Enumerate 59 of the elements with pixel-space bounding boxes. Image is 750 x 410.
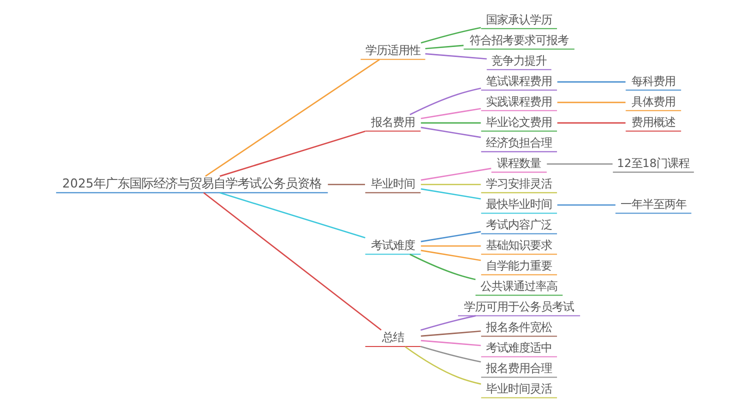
node-text: 学历可用于公务员考试 [464,300,574,314]
connector [420,122,481,124]
connector [420,330,481,337]
node-text: 毕业论文费用 [486,116,552,129]
connector [404,346,482,385]
node-text: 每科费用 [631,74,676,88]
node-text: 费用概述 [631,116,676,129]
node-text: 2025年广东国际经济与贸易自学考试公务员资格 [62,176,322,191]
connector [546,163,613,165]
connector [420,184,481,186]
node-text: 报名费用 [370,116,415,129]
node-text: 课程数量 [497,156,542,170]
connector [420,231,481,242]
node-text: 自学能力重要 [486,259,552,272]
node-text: 报名费用合理 [486,362,552,375]
connector [203,192,382,331]
node-text: 一年半至两年 [620,198,686,211]
connector [420,26,481,44]
node-text: 最快毕业时间 [486,198,552,211]
connector [420,168,492,181]
connector [425,44,464,50]
node-text: 基础知识要求 [486,238,552,252]
node-text: 具体费用 [631,95,676,108]
connector [420,250,481,262]
connector [420,346,481,363]
connector [410,88,482,116]
node-text: 竞争力提升 [492,54,547,68]
node-text: 学习安排灵活 [486,177,552,190]
node-text: 公共课通过率高 [480,280,558,293]
connector [220,130,366,177]
connector [220,192,366,238]
connector [420,245,481,247]
connector [557,204,616,206]
node-text: 经济负担合理 [486,136,552,150]
node-text: 毕业时间 [370,177,415,190]
connector [420,108,481,120]
connector [205,58,380,177]
node-text: 笔试课程费用 [486,74,552,88]
node-text: 考试难度适中 [486,341,552,354]
connector [420,340,481,346]
node-text: 毕业时间灵活 [486,382,552,396]
node-text: 报名条件宽松 [486,320,552,334]
node-text: 12至18门课程 [617,156,690,170]
node-text: 总结 [382,331,404,344]
connector [557,81,626,83]
connector [420,315,476,331]
connector [328,184,365,186]
connector [410,254,476,280]
node-text: 符合招考要求可报考 [470,34,569,47]
connector [557,102,626,104]
node-text: 国家承认学历 [486,13,552,26]
node-text: 学历适用性 [365,44,420,58]
node-text: 考试难度 [370,238,415,252]
node-text: 实践课程费用 [486,95,552,108]
connector [425,53,487,60]
connector [557,122,626,124]
node-text: 考试内容广泛 [486,218,552,232]
connector [420,126,481,138]
connector [420,188,481,200]
